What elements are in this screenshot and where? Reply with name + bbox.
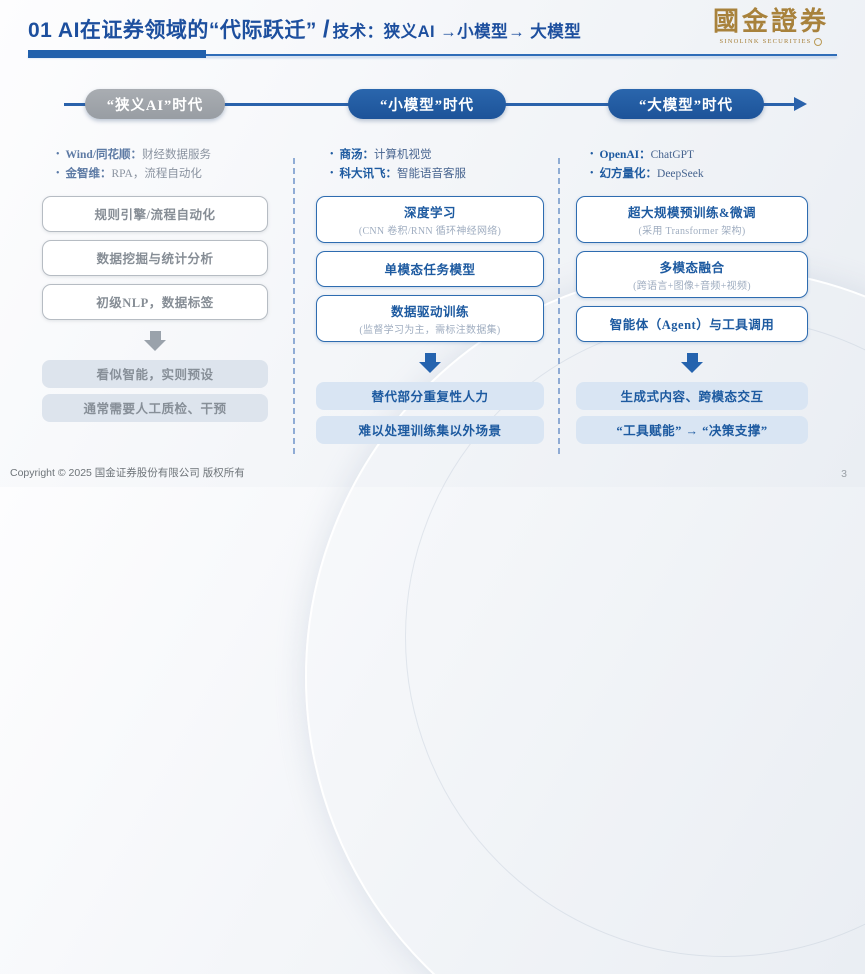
vendor-name: Wind/同花顺：: [65, 149, 142, 161]
capability-title: 超大规模预训练&微调: [628, 205, 756, 220]
vendor-name: 金智维：: [65, 167, 112, 180]
vendor-desc: DeepSeek: [657, 167, 704, 180]
vendor-list: • Wind/同花顺：财经数据服务 • 金智维：RPA，流程自动化: [56, 146, 268, 184]
column-divider: [558, 158, 560, 454]
capability-title: 数据挖掘与统计分析: [96, 252, 214, 267]
down-arrow-icon: [419, 352, 441, 373]
vendor-list: • OpenAI：ChatGPT • 幻方量化：DeepSeek: [590, 146, 808, 184]
capability-box: 单模态任务模型: [316, 250, 544, 287]
vendor-desc: 财经数据服务: [142, 149, 211, 161]
logo-chinese-text: 國金證券: [712, 7, 829, 36]
capability-title: 单模态任务模型: [384, 263, 476, 278]
era-pill-narrow-ai: “狭义AI”时代: [85, 89, 225, 119]
vendor-list: • 商汤：计算机视觉 • 科大讯飞：智能语音客服: [330, 146, 544, 184]
capability-subtitle: (采用 Transformer 架构): [638, 225, 746, 237]
bullet-icon: •: [590, 149, 594, 160]
down-arrow-icon: [144, 330, 166, 351]
bullet-icon: •: [56, 149, 60, 160]
list-item: • 金智维：RPA，流程自动化: [56, 165, 268, 184]
list-item: • OpenAI：ChatGPT: [590, 146, 808, 165]
logo-english-text: SINOLINK SECURITIES: [719, 38, 812, 46]
era-pill-small-model: “小模型”时代: [348, 89, 506, 119]
list-item: • 幻方量化：DeepSeek: [590, 165, 808, 184]
capability-title: 深度学习: [403, 205, 456, 220]
bullet-icon: •: [56, 167, 60, 179]
column-small-model: • 商汤：计算机视觉 • 科大讯飞：智能语音客服 深度学习 (CNN 卷积/RNN …: [316, 146, 544, 450]
capability-box: 初级NLP，数据标签: [42, 283, 268, 320]
capability-box: 规则引擎/流程自动化: [42, 195, 268, 232]
down-arrow-icon: [681, 352, 703, 373]
outcome-pill: 难以处理训练集以外场景: [316, 415, 544, 444]
title-subtitle: 技术：狭义AI →小模型→ 大模型: [332, 23, 582, 41]
outcome-pill: 看似智能，实则预设: [42, 359, 268, 388]
slide-footer: Copyright © 2025 国金证券股份有限公司 版权所有 3: [0, 461, 865, 487]
title-separator: /: [322, 16, 330, 43]
vendor-name: 幻方量化：: [599, 167, 658, 180]
capability-title: 多模态融合: [659, 260, 725, 275]
logo-seal-icon: [814, 37, 823, 46]
list-item: • 科大讯飞：智能语音客服: [330, 165, 544, 184]
vendor-name: OpenAI：: [599, 149, 651, 161]
vendor-desc: RPA，流程自动化: [111, 167, 202, 180]
capability-subtitle: (监督学习为主，需标注数据集): [359, 324, 501, 336]
bullet-icon: •: [330, 167, 334, 179]
column-divider: [293, 158, 295, 454]
title-underline: [28, 54, 837, 56]
capability-title: 数据驱动训练: [390, 304, 469, 319]
vendor-desc: 智能语音客服: [397, 167, 467, 180]
title-main: 01 AI在证券领域的“代际跃迁”: [28, 19, 317, 42]
vendor-name: 商汤：: [339, 149, 375, 161]
list-item: • Wind/同花顺：财经数据服务: [56, 146, 268, 165]
capability-box: 数据挖掘与统计分析: [42, 239, 268, 276]
vendor-desc: 计算机视觉: [374, 149, 432, 161]
slide-header: 01 AI在证券领域的“代际跃迁” / 技术：狭义AI →小模型→ 大模型 國金…: [28, 7, 837, 46]
capability-subtitle: (跨语言+图像+音频+视频): [633, 280, 751, 292]
era-timeline: “狭义AI”时代 “小模型”时代 “大模型”时代: [0, 88, 865, 122]
outcome-pill: “工具赋能” → “决策支撑”: [576, 415, 808, 444]
capability-box: 智能体（Agent）与工具调用: [576, 305, 808, 342]
company-logo: 國金證券 SINOLINK SECURITIES: [712, 7, 829, 46]
capability-subtitle: (CNN 卷积/RNN 循环神经网络): [358, 225, 502, 237]
bullet-icon: •: [590, 167, 594, 179]
capability-box: 多模态融合 (跨语言+图像+音频+视频): [576, 250, 808, 298]
column-large-model: • OpenAI：ChatGPT • 幻方量化：DeepSeek 超大规模预训练&微…: [576, 146, 808, 450]
timeline-arrow-icon: [794, 97, 807, 111]
capability-title: 初级NLP，数据标签: [96, 296, 214, 311]
capability-box: 超大规模预训练&微调 (采用 Transformer 架构): [576, 195, 808, 243]
vendor-desc: ChatGPT: [650, 149, 695, 161]
column-narrow-ai: • Wind/同花顺：财经数据服务 • 金智维：RPA，流程自动化 规则引擎/流程自…: [42, 146, 268, 428]
outcome-pill: 通常需要人工质检、干预: [42, 393, 268, 422]
capability-title: 规则引擎/流程自动化: [94, 208, 216, 223]
title-underline-accent: [28, 50, 206, 58]
era-pill-large-model: “大模型”时代: [608, 89, 764, 119]
page-number: 3: [841, 468, 847, 480]
copyright-text: Copyright © 2025 国金证券股份有限公司 版权所有: [10, 467, 245, 479]
bullet-icon: •: [330, 149, 334, 160]
outcome-pill: 替代部分重复性人力: [316, 381, 544, 410]
outcome-pill: 生成式内容、跨模态交互: [576, 381, 808, 410]
page-title: 01 AI在证券领域的“代际跃迁” / 技术：狭义AI →小模型→ 大模型: [28, 14, 837, 44]
capability-box: 深度学习 (CNN 卷积/RNN 循环神经网络): [316, 195, 544, 243]
vendor-name: 科大讯飞：: [339, 167, 398, 180]
capability-box: 数据驱动训练 (监督学习为主，需标注数据集): [316, 294, 544, 342]
list-item: • 商汤：计算机视觉: [330, 146, 544, 165]
capability-title: 智能体（Agent）与工具调用: [609, 318, 775, 333]
